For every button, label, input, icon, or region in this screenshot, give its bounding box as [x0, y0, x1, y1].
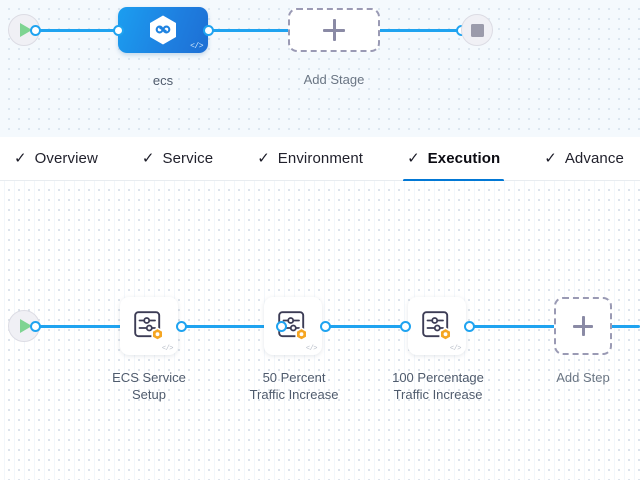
check-icon: ✓ — [544, 150, 557, 167]
add-stage-label: Add Stage — [303, 72, 365, 87]
add-step-label: Add Step — [556, 370, 610, 385]
connector-step3-to-addstep — [468, 325, 558, 328]
step-label-100-percentage-traffic-increase: 100 Percentage Traffic Increase — [375, 369, 501, 403]
step-label-ecs-service-setup: ECS Service Setup — [95, 369, 203, 403]
step-settings-icon — [134, 311, 164, 342]
step-label-line2: Traffic Increase — [393, 387, 483, 402]
stage-config-tabs: ✓ Overview ✓ Service ✓ Environment ✓ Exe… — [0, 137, 640, 182]
step-label-50-percent-traffic-increase: 50 Percent Traffic Increase — [235, 369, 353, 403]
connector-step2-to-step3 — [324, 325, 416, 328]
stage-code-badge[interactable]: </> — [190, 42, 203, 51]
harness-hexagon-icon — [148, 14, 178, 46]
connector-stage-to-addstage — [205, 29, 305, 32]
connector-addstage-to-end — [378, 29, 462, 32]
play-icon — [19, 319, 32, 333]
tab-label: Service — [162, 150, 214, 167]
play-icon — [19, 23, 32, 37]
check-icon: ✓ — [257, 150, 270, 167]
step-node-50-percent-traffic-increase[interactable]: </> — [264, 297, 322, 355]
stage-output-port[interactable] — [203, 25, 214, 36]
connector-start-to-step1 — [34, 325, 146, 328]
tab-environment[interactable]: ✓ Environment — [253, 137, 367, 181]
stage-input-port[interactable] — [113, 25, 124, 36]
tab-label: Execution — [427, 150, 501, 167]
start-output-port[interactable] — [30, 25, 41, 36]
step3-input-port[interactable] — [400, 321, 411, 332]
connector-addstep-trailing — [610, 325, 640, 328]
step-settings-icon — [278, 311, 308, 342]
step-label-line2: Traffic Increase — [249, 387, 339, 402]
execution-canvas[interactable]: </> ECS Service Setup </> — [0, 181, 640, 480]
step3-output-port[interactable] — [464, 321, 475, 332]
step-label-line1: 100 Percentage — [392, 370, 484, 385]
step-node-100-percentage-traffic-increase[interactable]: </> — [408, 297, 466, 355]
stage-node-ecs[interactable]: </> — [118, 7, 208, 53]
tab-label: Overview — [34, 150, 98, 167]
check-icon: ✓ — [407, 150, 420, 167]
step2-output-port[interactable] — [320, 321, 331, 332]
tab-advanced[interactable]: ✓ Advance — [540, 137, 628, 181]
plus-icon — [323, 19, 345, 41]
add-step-button[interactable] — [554, 297, 612, 355]
check-icon: ✓ — [141, 150, 155, 167]
connector-start-to-stage — [34, 29, 134, 32]
connector-step1-to-step2 — [180, 325, 280, 328]
step-settings-icon — [422, 311, 452, 342]
stage-label-ecs: ecs — [152, 73, 174, 88]
tab-service[interactable]: ✓ Service — [138, 137, 217, 181]
step-code-badge[interactable]: </> — [161, 345, 174, 353]
plus-icon — [573, 316, 593, 336]
stage-canvas[interactable]: </> ecs Add Stage — [0, 0, 640, 137]
step-label-line1: ECS Service — [112, 370, 186, 385]
check-icon: ✓ — [14, 150, 27, 167]
step-label-line1: 50 Percent — [262, 370, 326, 385]
step-code-badge[interactable]: </> — [449, 345, 462, 353]
tab-overview[interactable]: ✓ Overview — [10, 137, 102, 181]
tab-label: Advance — [564, 150, 624, 167]
stop-icon — [470, 23, 484, 37]
tab-execution[interactable]: ✓ Execution — [403, 137, 505, 182]
step1-input-port[interactable] — [176, 321, 187, 332]
tab-label: Environment — [277, 150, 364, 167]
execution-start-output-port[interactable] — [30, 321, 41, 332]
pipeline-end-node[interactable] — [461, 14, 493, 46]
step-node-ecs-service-setup[interactable]: </> — [120, 297, 178, 355]
step2-input-port[interactable] — [276, 321, 287, 332]
add-stage-button[interactable] — [288, 8, 380, 52]
step-code-badge[interactable]: </> — [305, 345, 318, 353]
step-label-line2: Setup — [132, 387, 166, 402]
